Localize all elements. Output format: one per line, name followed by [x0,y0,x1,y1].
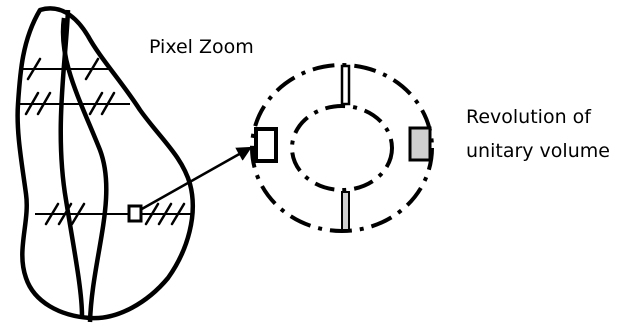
top-volume-element [340,64,351,106]
top-band-hatching [24,57,116,116]
revolution-label: Revolution of unitary volume [466,100,610,168]
middle-band-hatching [44,202,186,226]
revolution-label-line-1: Revolution of [466,106,591,128]
region-outline [15,6,195,321]
pixel-zoom-label: Pixel Zoom [149,36,254,58]
selected-pixel [127,204,143,223]
bottom-volume-element [341,191,350,231]
zoom-arrow [139,146,252,212]
left-volume-element [254,127,278,163]
revolution-label-line-2: unitary volume [466,140,610,162]
inner-revolution-ring [290,104,394,192]
right-boundary-line [60,17,109,323]
right-volume-element [408,126,432,162]
